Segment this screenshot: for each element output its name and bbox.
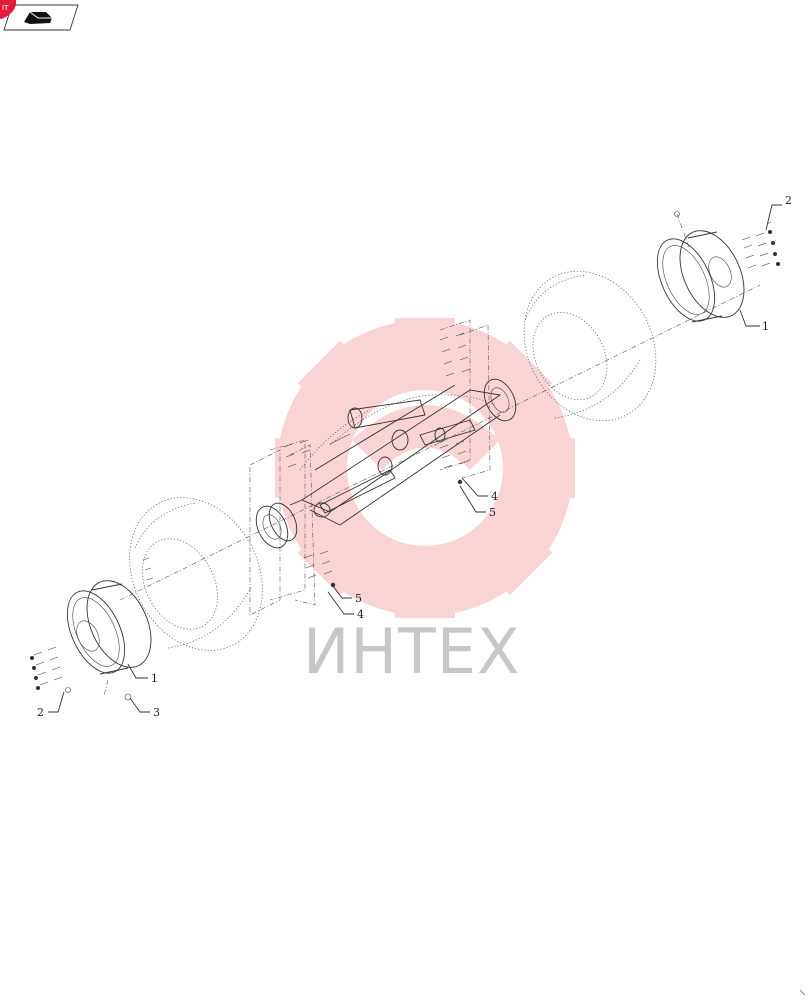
axle-assembly — [255, 378, 517, 549]
watermark — [275, 318, 575, 618]
callout-2-left: 2 — [37, 706, 44, 719]
callout-5-lower: 5 — [355, 592, 362, 605]
red-corner-badge: IT — [0, 0, 17, 19]
callout-1-right: 1 — [762, 320, 769, 333]
callout-4-center: 4 — [491, 490, 498, 503]
left-wheel-bolts — [30, 646, 63, 690]
gear-icon — [275, 318, 575, 618]
callout-leaders — [48, 204, 782, 713]
hardware-dashed-groups — [249, 319, 491, 616]
watermark-text: ИНТЕХ — [303, 615, 521, 688]
callout-labels: 1 2 4 5 5 4 1 2 3 — [37, 194, 792, 719]
callout-4-lower: 4 — [357, 608, 364, 621]
callout-5-center: 5 — [489, 506, 496, 519]
svg-text:IT: IT — [2, 4, 9, 12]
book-icon — [24, 11, 52, 24]
left-valve — [65, 679, 132, 701]
callout-2-right: 2 — [785, 194, 792, 207]
right-wheel-rim — [656, 230, 745, 323]
center-fasteners — [283, 332, 471, 588]
right-valve — [674, 211, 691, 251]
callout-1-left: 1 — [151, 672, 158, 685]
left-tire — [129, 497, 263, 651]
header-icon-box[interactable] — [3, 4, 79, 31]
left-wheel-rim — [66, 580, 152, 675]
right-wheel-bolts — [741, 221, 780, 269]
callout-3-left: 3 — [153, 706, 160, 719]
axle-centerline — [119, 284, 761, 601]
right-tire — [523, 270, 657, 422]
corner-mark — [799, 989, 806, 996]
